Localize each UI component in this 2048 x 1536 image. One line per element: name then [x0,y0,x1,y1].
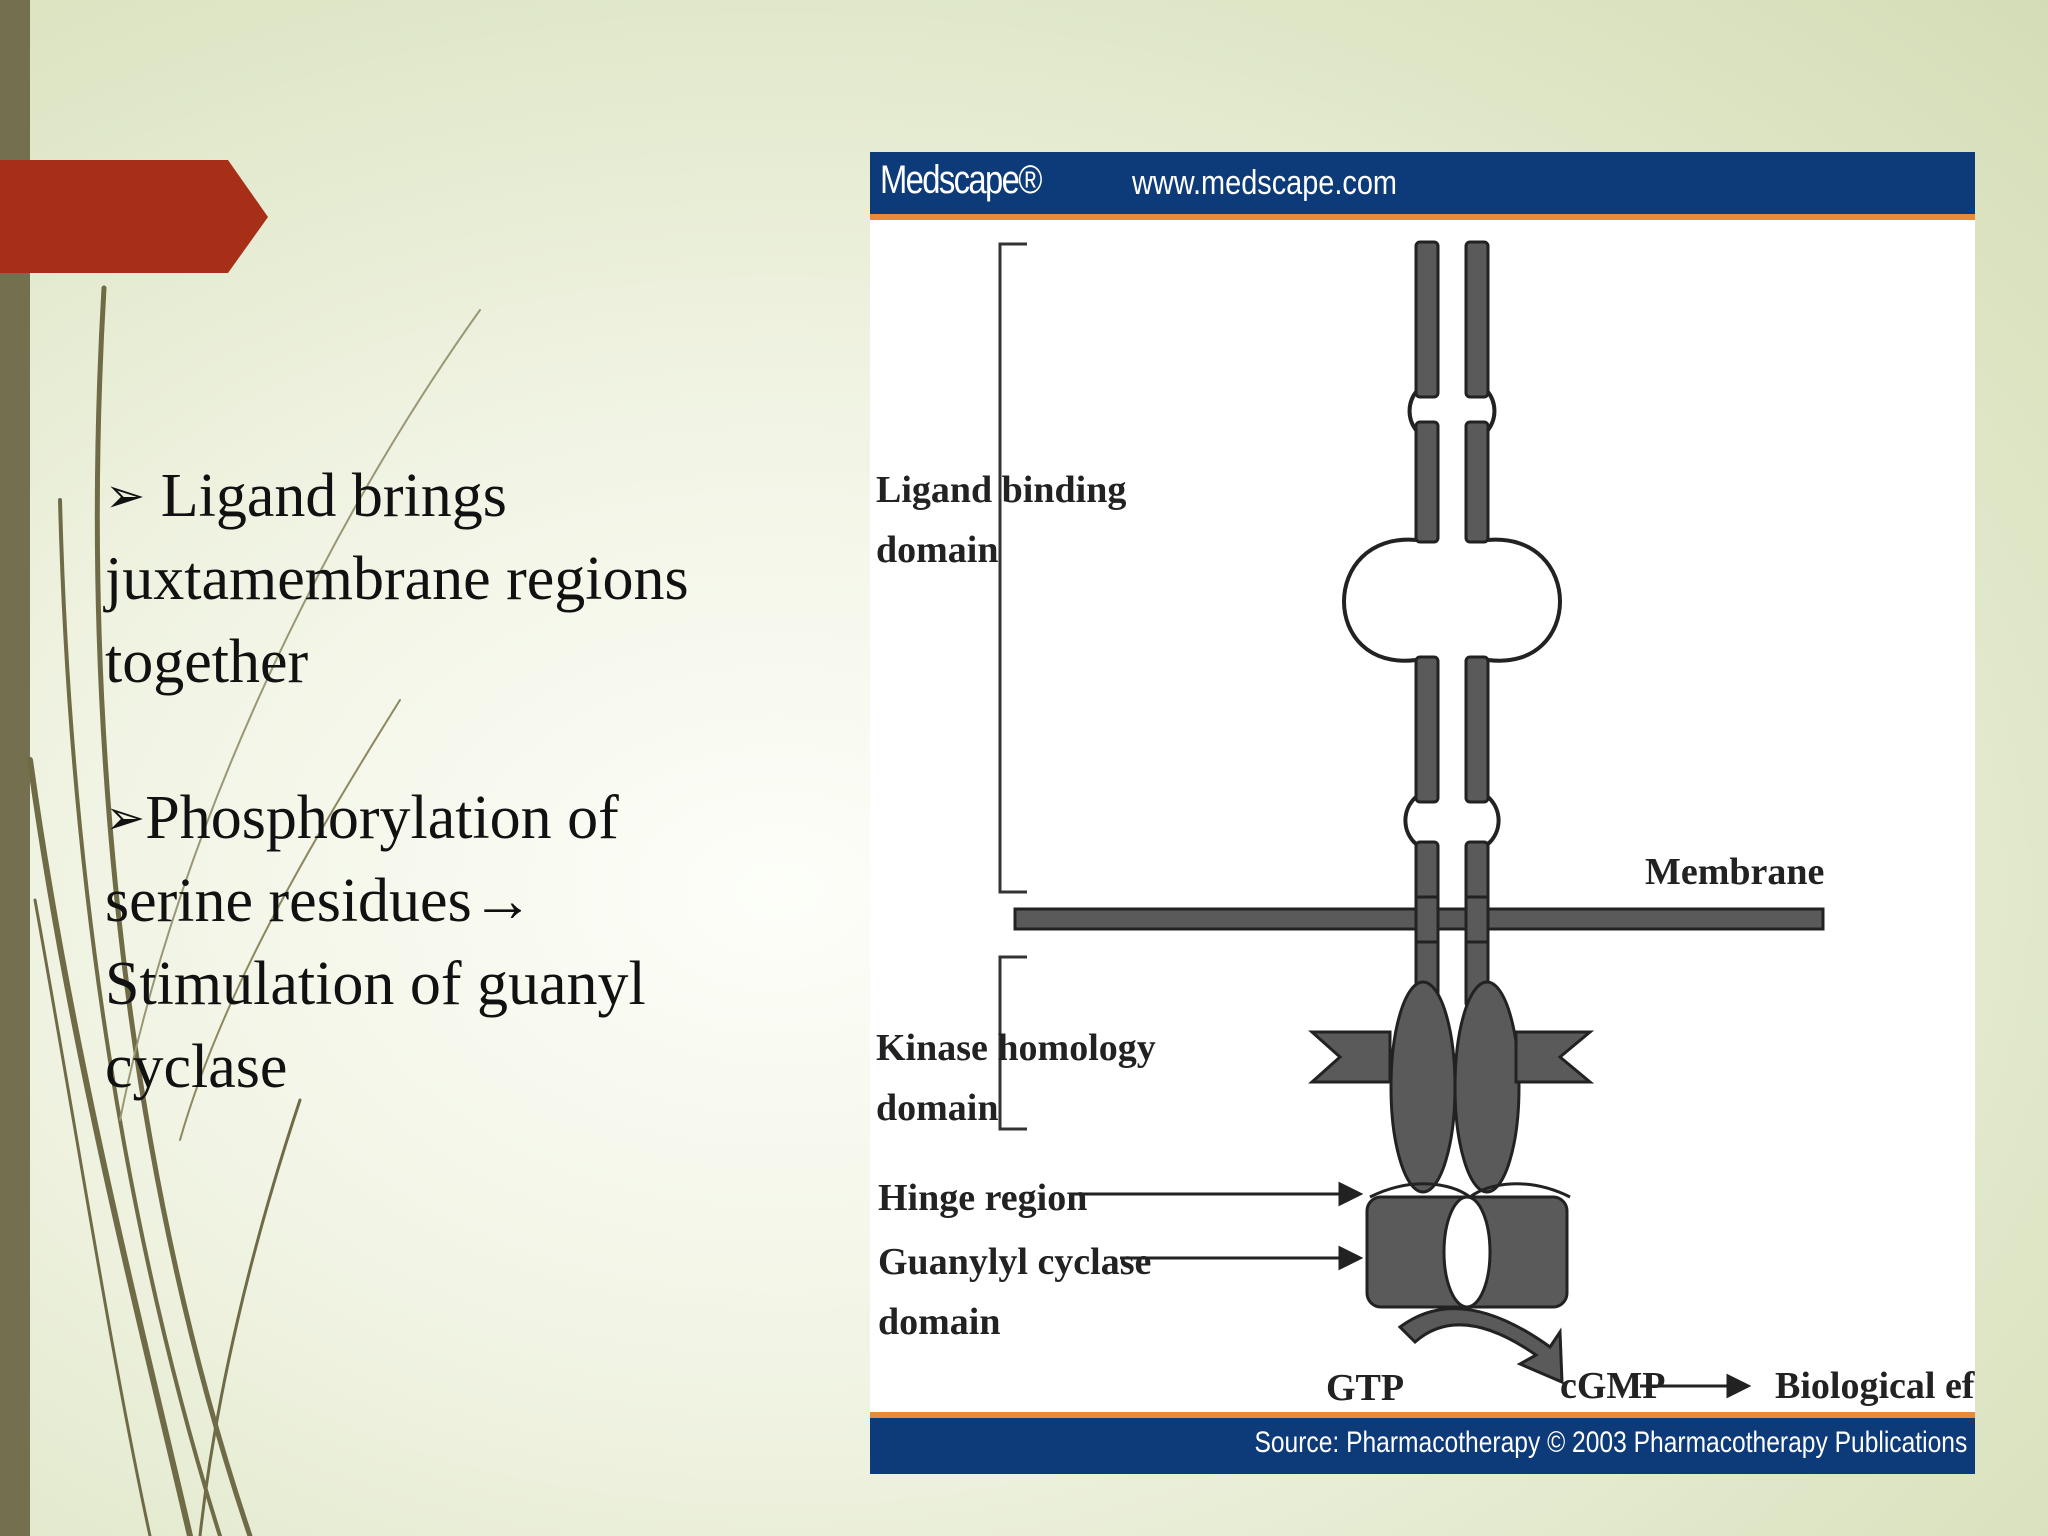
label-gtp: GTP [1326,1367,1404,1409]
label-kinase-homology: Kinase homology [876,1027,1156,1069]
label-kinase-domain: domain [876,1087,998,1129]
label-ligand-binding-domain: domain [876,529,998,571]
bullet-line: serine residues→ [105,867,534,935]
arrow-bullet-icon: ➢ [105,468,146,524]
label-membrane: Membrane [1645,851,1824,893]
bullet-item-phosphorylation: ➢Phosphorylation of serine residues→ Sti… [105,777,765,1109]
bullet-line: together [105,628,309,696]
bullet-line: ➢ Ligand brings [105,462,507,530]
arrow-bullet-icon: ➢ [105,790,146,846]
bullet-line: ➢Phosphorylation of [105,784,619,852]
figure-url: www.medscape.com [1132,164,1398,202]
figure-header: Medscape® www.medscape.com [870,152,1975,220]
label-ligand-binding: Ligand binding [876,469,1126,511]
figure-footer: Source: Pharmacotherapy © 2003 Pharmacot… [870,1412,1975,1474]
label-biological-effects: Biological effects [1775,1365,1975,1407]
bullet-line: juxtamembrane regions [105,545,689,613]
red-arrow-tab [0,160,268,273]
label-cgmp: cGMP [1560,1365,1666,1407]
bullet-line: Stimulation of guanyl [105,950,646,1018]
label-hinge-region: Hinge region [878,1177,1087,1219]
label-guanylyl-cyclase: Guanylyl cyclase [878,1241,1151,1283]
guanylyl-cyclase-receptor-diagram: Ligand binding domain Membrane Kinase ho… [876,240,1975,1409]
bullet-line: cyclase [105,1033,288,1101]
figure-source: Source: Pharmacotherapy © 2003 Pharmacot… [1254,1426,1967,1459]
bullet-list: ➢ Ligand brings juxtamembrane regions to… [105,455,765,1109]
bullet-item-ligand: ➢ Ligand brings juxtamembrane regions to… [105,455,765,704]
label-cyclase-domain: domain [878,1301,1000,1343]
medscape-logo: Medscape® [880,158,1042,202]
receptor-figure: Ligand binding domain Membrane Kinase ho… [870,152,1975,1474]
